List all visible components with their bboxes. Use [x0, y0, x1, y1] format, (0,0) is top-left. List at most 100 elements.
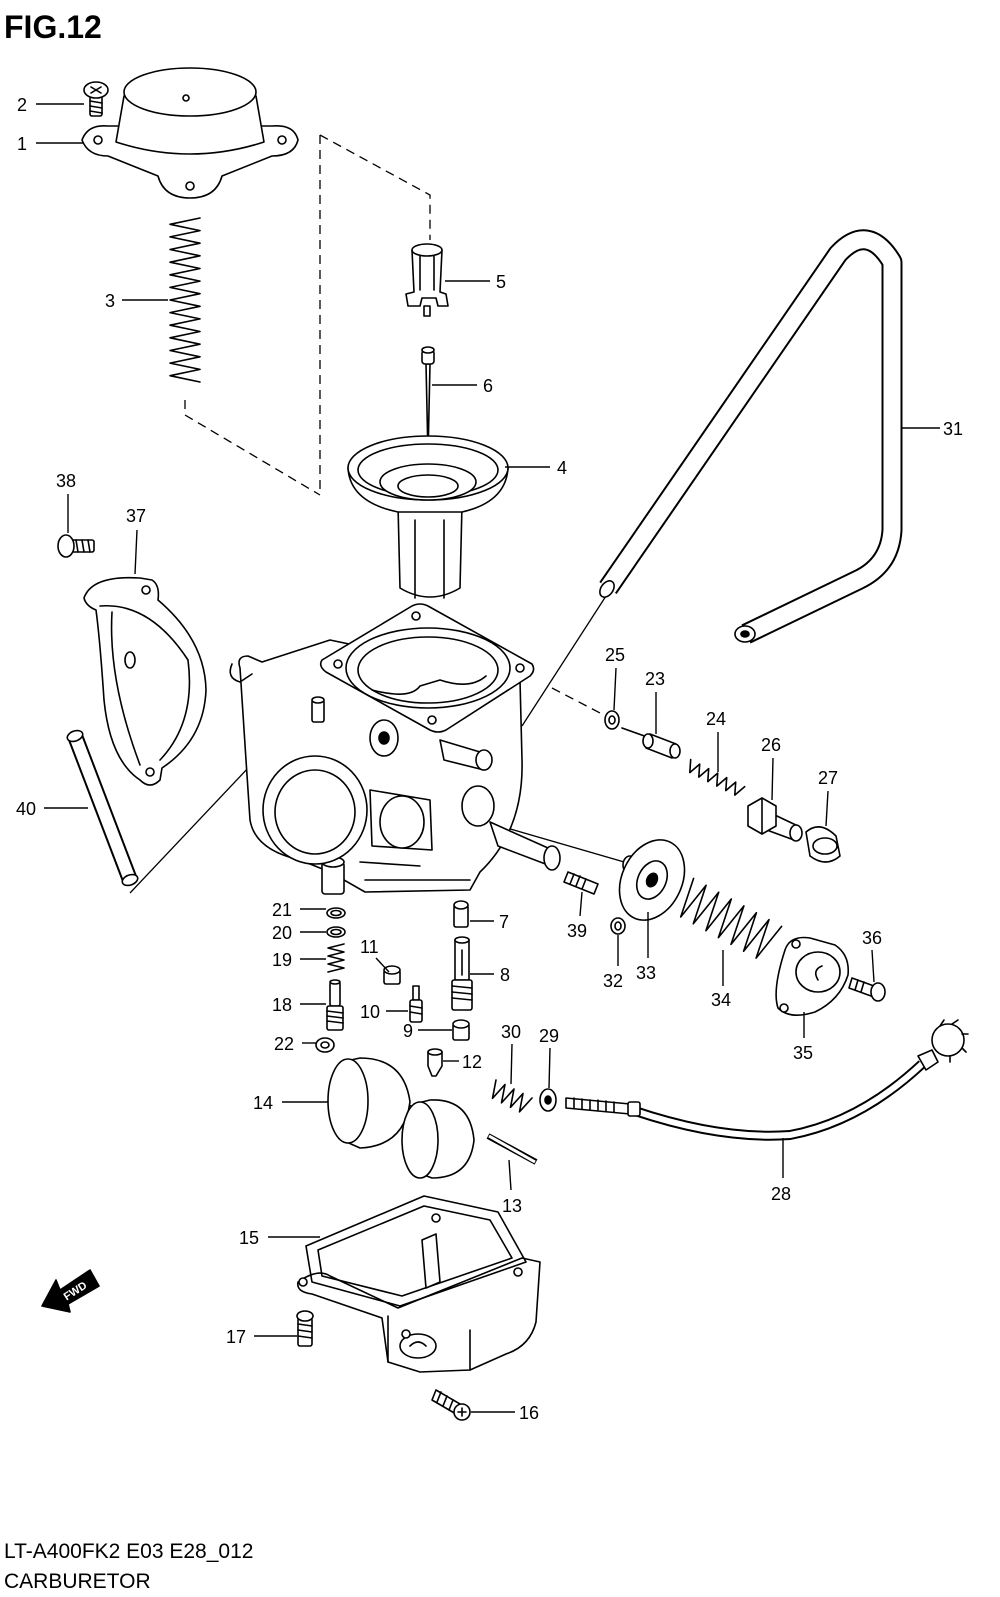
callout-label: 9 [403, 1021, 413, 1041]
callout-label: 4 [557, 458, 567, 478]
part-8-needle-jet [451, 936, 473, 1011]
callout-40: 40 [16, 799, 88, 819]
callout-31: 31 [902, 419, 963, 439]
part-18-screw-jet [326, 979, 344, 1031]
callout-2: 2 [17, 95, 84, 115]
part-38-screw [57, 534, 95, 558]
spring-coil [679, 877, 783, 959]
callout-30: 30 [501, 1022, 521, 1085]
callout-label: 36 [862, 928, 882, 948]
callout-38: 38 [56, 471, 76, 533]
callout-28: 28 [771, 1138, 791, 1204]
callout-label: 24 [706, 709, 726, 729]
part-31-hose [599, 229, 903, 644]
callout-label: 14 [253, 1093, 273, 1113]
callout-37: 37 [126, 506, 146, 575]
callout-label: 34 [711, 990, 731, 1010]
part-29-washer [539, 1088, 557, 1112]
callout-13: 13 [502, 1159, 522, 1216]
part-22-o-ring [315, 1037, 335, 1053]
part-14-float [327, 1057, 475, 1179]
callout-label: 28 [771, 1184, 791, 1204]
callout-9: 9 [403, 1021, 452, 1041]
spring-coil [169, 217, 201, 383]
callout-12: 12 [443, 1052, 482, 1072]
callout-33: 33 [636, 912, 656, 983]
figure-title: FIG.12 [4, 9, 102, 45]
callout-label: 22 [274, 1034, 294, 1054]
part-35-cover [775, 936, 850, 1016]
part-39-screw [563, 871, 599, 895]
callout-10: 10 [360, 1002, 408, 1022]
callout-label: 17 [226, 1327, 246, 1347]
part-34-spring [679, 877, 783, 959]
callout-22: 22 [274, 1034, 316, 1054]
callout-label: 2 [17, 95, 27, 115]
part-4-diaphragm-piston [347, 435, 509, 599]
part-2-screw [83, 81, 109, 117]
callout-5: 5 [445, 272, 506, 292]
figure-code: LT-A400FK2 E03 E28_012 [4, 1540, 253, 1563]
callout-20: 20 [272, 923, 326, 943]
part-32-washer [610, 917, 626, 935]
part-5-needle-retainer [405, 243, 449, 317]
callout-label: 1 [17, 134, 27, 154]
part-25-o-ring [604, 710, 620, 730]
callout-label: 5 [496, 272, 506, 292]
part-36-screw [848, 977, 886, 1002]
callout-label: 26 [761, 735, 781, 755]
callout-16: 16 [471, 1403, 539, 1423]
part-40-tube [66, 729, 139, 887]
callout-6: 6 [432, 376, 493, 396]
carburetor-body [229, 603, 561, 895]
callout-label: 21 [272, 900, 292, 920]
callout-label: 37 [126, 506, 146, 526]
callout-36: 36 [862, 928, 882, 983]
fwd-arrow: FWD [41, 1269, 100, 1313]
part-15-float-bowl-gasket [296, 1195, 541, 1373]
callout-label: 39 [567, 921, 587, 941]
callout-24: 24 [706, 709, 726, 772]
part-10-jet [409, 985, 423, 1023]
part-3-spring [169, 217, 201, 383]
part-33-diaphragm [618, 839, 686, 921]
callout-label: 13 [502, 1196, 522, 1216]
callout-label: 12 [462, 1052, 482, 1072]
callout-27: 27 [818, 768, 838, 827]
callout-label: 40 [16, 799, 36, 819]
part-6-jet-needle [421, 346, 435, 457]
callout-29: 29 [539, 1026, 559, 1089]
callout-11: 11 [360, 937, 390, 973]
callout-4: 4 [505, 458, 567, 478]
callout-label: 30 [501, 1022, 521, 1042]
part-1-top-cap [81, 67, 299, 199]
callout-label: 31 [943, 419, 963, 439]
callout-label: 10 [360, 1002, 380, 1022]
callout-26: 26 [761, 735, 781, 801]
part-28-cable [565, 1019, 969, 1141]
part-7-jet [453, 900, 469, 928]
part-21-o-ring [326, 907, 346, 919]
part-26-fitting [747, 797, 803, 842]
part-24-spring [689, 758, 746, 796]
callout-7: 7 [470, 912, 509, 932]
part-30-spring [491, 1079, 533, 1113]
part-19-spring [327, 943, 345, 973]
callout-14: 14 [253, 1093, 328, 1113]
callout-25: 25 [605, 645, 625, 711]
part-17-screw [296, 1310, 314, 1347]
callout-8: 8 [470, 965, 510, 985]
part-13-pin [486, 1133, 538, 1165]
part-27-cap [805, 826, 841, 863]
part-23-pilot-screw [621, 727, 681, 759]
callout-label: 25 [605, 645, 625, 665]
callout-19: 19 [272, 950, 326, 970]
part-37-cover [83, 576, 207, 786]
callout-label: 8 [500, 965, 510, 985]
callout-3: 3 [105, 291, 168, 311]
part-12-needle-valve [427, 1048, 443, 1077]
part-20-o-ring [326, 926, 346, 938]
callout-label: 35 [793, 1043, 813, 1063]
callout-23: 23 [645, 669, 665, 734]
